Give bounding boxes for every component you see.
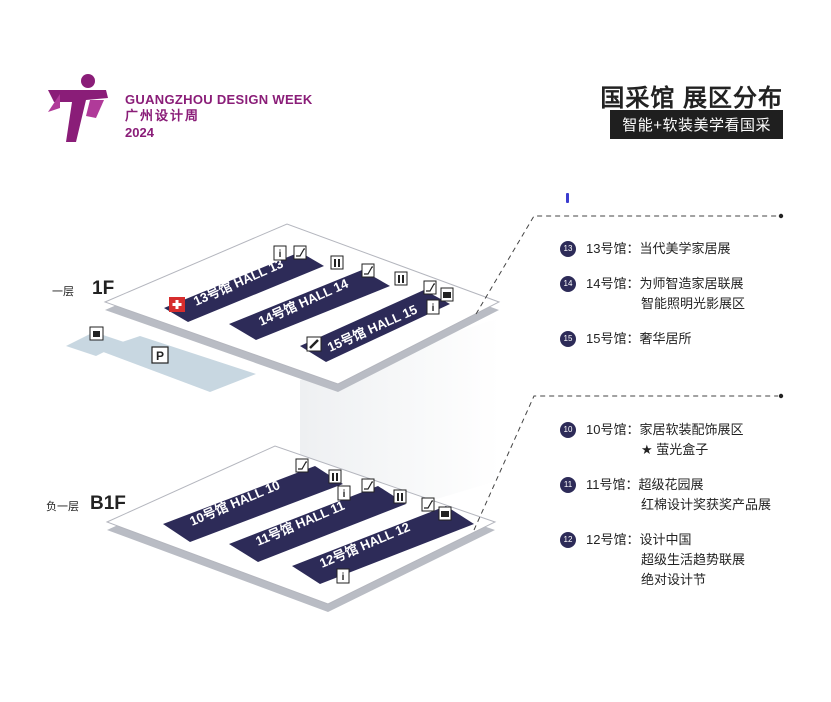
legend-subtext: 红棉设计奖获奖产品展 [641,497,772,512]
escalator-icon [423,280,437,295]
info-icon[interactable]: i [273,245,287,261]
escalator-icon [421,497,435,512]
legend-text: 12号馆：设计中国 [586,532,692,547]
floor-label-1f: 一层 [52,286,74,298]
gdw-logo-icon [48,74,108,142]
parking-area [98,336,256,392]
legend-item: 15 15号馆：奢华居所 [560,329,745,349]
restroom-icon [393,489,407,504]
edit-pencil-icon [306,336,322,352]
legend-item: 12 12号馆：设计中国 超级生活趋势联展 绝对设计节 [560,530,771,590]
luggage-icon [89,326,104,341]
legend-b1f: 10 10号馆：家居软装配饰展区 ★ 萤光盒子 11 11号馆：超级花园展 红棉… [560,420,771,605]
legend-item: 11 11号馆：超级花园展 红棉设计奖获奖产品展 [560,475,771,515]
legend-subtext: ★ 萤光盒子 [641,442,709,457]
restroom-icon [394,271,408,286]
escalator-icon [361,263,375,278]
floor-label-b1f: 负一层 [46,501,79,513]
escalator-icon [361,478,375,493]
escalator-icon [295,458,309,473]
legend-subtext: 绝对设计节 [641,572,707,587]
svg-text:i: i [432,303,435,314]
svg-text:i: i [343,489,346,500]
parking-icon[interactable]: P [151,346,169,364]
legend-text: 14号馆：为师智造家居联展 [586,276,744,291]
brand-name-en: GUANGZHOU DESIGN WEEK [125,92,313,107]
brand-name-cn: 广州设计周 [125,108,201,124]
callout-line-1f [475,213,784,315]
legend-subtext: 超级生活趋势联展 [641,552,746,567]
briefcase-icon [438,506,452,521]
briefcase-icon [440,287,454,302]
svg-text:i: i [279,249,282,260]
legend-text: 13号馆：当代美学家居展 [586,241,731,256]
info-icon[interactable]: i [426,299,440,315]
info-icon[interactable]: i [336,568,350,584]
legend-text: 11号馆：超级花园展 [586,477,704,492]
hall-number-badge: 12 [560,532,576,548]
info-icon[interactable]: i [337,485,351,501]
legend-text: 10号馆：家居软装配饰展区 [586,422,744,437]
hall-number-badge: 14 [560,276,576,292]
legend-1f: 13 13号馆：当代美学家居展 14 14号馆：为师智造家居联展 智能照明光影展… [560,239,745,364]
brand-year: 2024 [125,124,154,140]
legend-item: 13 13号馆：当代美学家居展 [560,239,745,259]
first-aid-icon [169,297,185,312]
restroom-icon [330,255,344,270]
floor-code-1f: 1F [92,278,115,299]
legend-text: 15号馆：奢华居所 [586,331,692,346]
page-title: 国采馆 展区分布 [600,85,783,112]
parking-area [66,332,124,356]
hall-number-badge: 13 [560,241,576,257]
legend-item: 14 14号馆：为师智造家居联展 智能照明光影展区 [560,274,745,314]
legend-item: 10 10号馆：家居软装配饰展区 ★ 萤光盒子 [560,420,771,460]
svg-text:i: i [342,572,345,583]
hall-number-badge: 15 [560,331,576,347]
page-subtitle: 智能+软装美学看国采 [610,110,783,139]
hall-number-badge: 10 [560,422,576,438]
brand-block: GUANGZHOU DESIGN WEEK 广州设计周 2024 [125,92,313,141]
callout-line-b1f [473,393,784,531]
restroom-icon [328,469,342,484]
legend-subtext: 智能照明光影展区 [641,296,746,311]
svg-text:P: P [156,349,164,363]
marker-tick [566,193,569,203]
hall-number-badge: 11 [560,477,576,493]
escalator-icon [293,245,307,260]
floor-code-b1f: B1F [90,493,126,514]
